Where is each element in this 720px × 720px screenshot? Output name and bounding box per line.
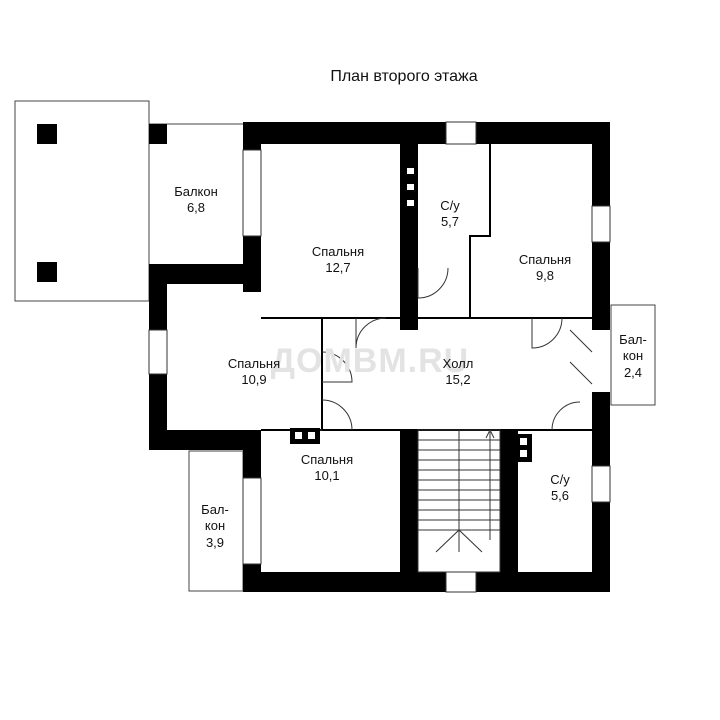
windows [148,121,611,593]
room-area-wc-north: 5,7 [441,214,459,229]
vent-hole [308,432,315,439]
window-balcony-nw [242,149,262,237]
vent-hole [407,168,414,174]
wall-west-bottom [149,430,261,450]
room-area-hall: 15,2 [445,372,470,387]
room-name-balcony-nw: Балкон [174,184,218,199]
window-south-stair [445,571,477,593]
room-name-wc-south: С/у [550,472,570,487]
vent-hole [520,450,527,457]
column-terrace-1 [37,124,57,144]
plan-title: План второго этажа [330,68,477,85]
vent-hole [407,184,414,190]
vent-hole [407,200,414,206]
room-name-balcony-sw-1: Бал- [201,502,229,517]
room-name-bedroom-sw: Спальня [301,452,353,467]
window-north-wc [445,121,477,145]
room-name-wc-north: С/у [440,198,460,213]
room-area-bedroom-west: 10,9 [241,372,266,387]
room-area-bedroom-ne: 9,8 [536,268,554,283]
door-balcony-east [569,329,593,385]
wall-stair-west [400,430,418,592]
window-balcony-sw [242,477,262,565]
room-name-hall: Холл [443,356,474,371]
partitions [261,144,592,431]
door-bedroom-north [417,267,449,299]
door-bedroom-ne [531,317,563,349]
wall-stair-east [500,430,518,592]
window-east-wc [591,465,611,503]
vent-hole [520,438,527,445]
room-labels: Балкон 6,8 Спальня 12,7 С/у 5,7 Спальня … [174,184,647,550]
stair-arrow [485,428,495,540]
door-hall-sw [321,399,353,431]
watermark: ДОМВМ.RU [271,342,469,380]
vent-hall [290,428,320,444]
room-area-balcony-nw: 6,8 [187,200,205,215]
balcony-east-outline [610,304,656,406]
door-bedroom-west [321,351,353,383]
room-name-balcony-sw-2: кон [205,518,225,533]
room-area-wc-south: 5,6 [551,488,569,503]
room-name-balcony-east-2: кон [623,348,643,363]
stair-steps [418,439,500,531]
vent-holes [295,168,527,457]
vent-shafts [37,124,532,462]
door-wc-north [355,317,387,349]
room-area-bedroom-sw: 10,1 [314,468,339,483]
wall-north [243,122,610,144]
wall-west-step [149,264,261,284]
wall-terrace-post [149,124,167,144]
staircase [417,428,501,573]
room-name-bedroom-ne: Спальня [519,252,571,267]
room-name-balcony-east-1: Бал- [619,332,647,347]
room-area-balcony-sw: 3,9 [206,535,224,550]
room-name-bedroom-west: Спальня [228,356,280,371]
door-wc-south [551,401,581,431]
wall-south [243,572,610,592]
partition-wc-bedroom [469,144,491,318]
window-west-bedroom [148,329,168,375]
stair-winders [435,529,483,553]
window-east-bedroom [591,205,611,243]
wall-bedroom-wc [400,122,418,330]
room-area-bedroom-north: 12,7 [325,260,350,275]
terrace-outline [14,100,150,302]
vent-hole [295,432,302,439]
room-area-balcony-east: 2,4 [624,365,642,380]
column-terrace-2 [37,262,57,282]
room-name-bedroom-north: Спальня [312,244,364,259]
